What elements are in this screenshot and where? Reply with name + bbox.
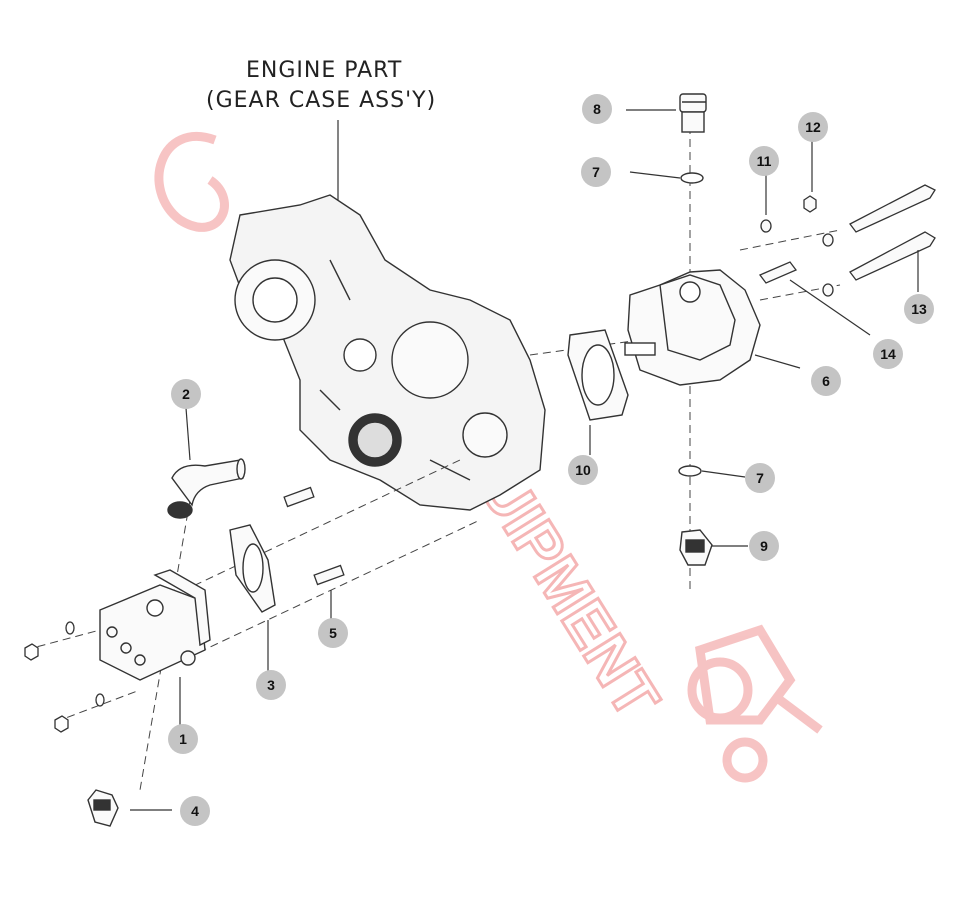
fitting-4 (87, 789, 119, 827)
diagram-title-line1: ENGINE PART (246, 58, 403, 83)
callout-7-bottom: 7 (745, 463, 775, 493)
o-ring-7-bottom (678, 465, 702, 477)
pump-fasteners (24, 621, 105, 733)
callout-3: 3 (256, 670, 286, 700)
gear-case-housing (229, 194, 546, 511)
o-ring-7-top (680, 172, 704, 184)
callout-11: 11 (749, 146, 779, 176)
hydraulic-pump-1 (99, 569, 211, 681)
callout-5: 5 (318, 618, 348, 648)
callout-14: 14 (873, 339, 903, 369)
callout-2: 2 (171, 379, 201, 409)
diagram-title-line2: (GEAR CASE ASS'Y) (206, 88, 437, 113)
leader-lines (130, 109, 919, 811)
callout-13: 13 (904, 294, 934, 324)
plug-8 (679, 93, 707, 133)
pump-fasteners-right (758, 184, 936, 297)
callout-9: 9 (749, 531, 779, 561)
callout-1: 1 (168, 724, 198, 754)
elbow-fitting-2 (167, 458, 246, 519)
gasket-10 (567, 329, 629, 421)
hydraulic-pump-6 (624, 269, 761, 386)
dowel-pins-5 (283, 486, 345, 586)
callout-8: 8 (582, 94, 612, 124)
callout-7-top: 7 (581, 157, 611, 187)
callout-10: 10 (568, 455, 598, 485)
gasket-3 (229, 524, 276, 613)
callout-12: 12 (798, 112, 828, 142)
callout-6: 6 (811, 366, 841, 396)
callout-4: 4 (180, 796, 210, 826)
fitting-9 (679, 529, 713, 566)
